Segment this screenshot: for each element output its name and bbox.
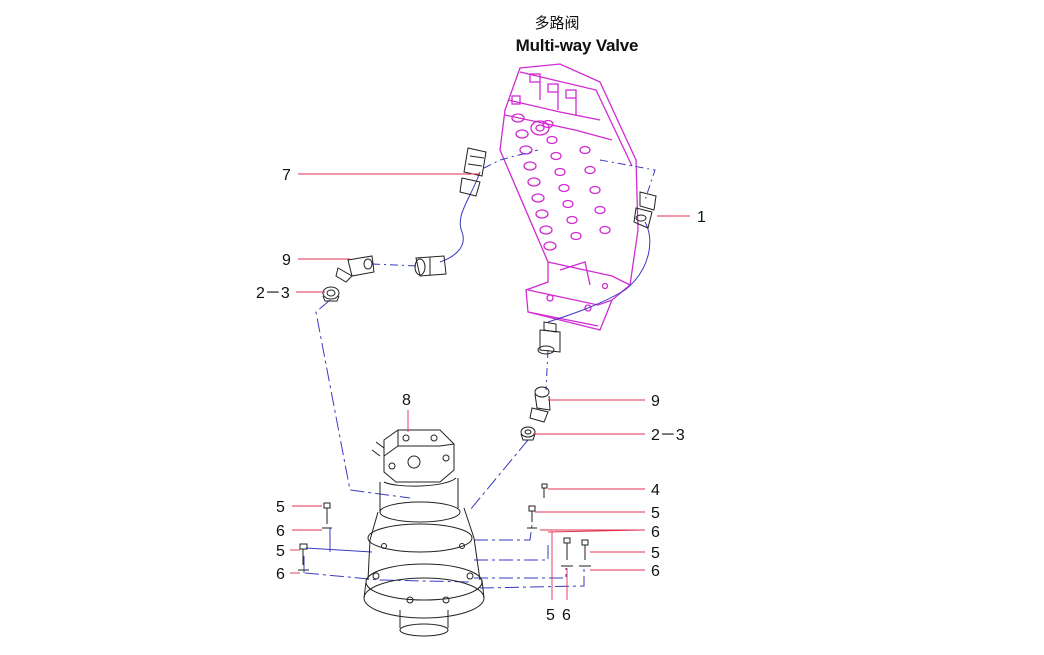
fitting-2-3-upper [322,286,340,302]
bolt-left-upper [322,502,332,529]
valve-spools [511,113,611,251]
bolt-4 [541,483,548,498]
callout-labels: 7 1 9 2－3 8 9 2－3 4 5 6 5 6 5 6 5 6 5 6 [256,167,706,624]
callout-6-bottom: 6 [562,607,571,624]
fitting-7-hose-end [459,147,487,197]
bolt-left-lower [298,543,309,571]
callout-5-right-upper: 5 [651,505,660,522]
fitting-2-3-lower [520,426,536,441]
callout-7: 7 [282,167,291,184]
callout-6-right-lower: 6 [651,563,660,580]
callout-9-lower: 9 [651,393,660,410]
callout-8: 8 [402,392,411,409]
fitting-valve-bottom [537,321,561,355]
callout-6-left-upper: 6 [276,523,285,540]
callout-2-3-lower: 2－3 [651,427,685,444]
diagram-title-chinese: 多路阀 [534,14,580,32]
leader-lines [290,173,690,600]
bolt-right-c [579,539,591,567]
fitting-9-upper-elbow [335,255,375,283]
callout-5-left-upper: 5 [276,499,285,516]
bolt-right-a [527,505,537,529]
callout-5-bottom: 5 [546,607,555,624]
fitting-9-lower-elbow [529,386,551,423]
hose-lines [303,149,656,589]
callout-2-3-upper: 2－3 [256,285,290,302]
callout-5-left-lower: 5 [276,543,285,560]
bolt-set [298,483,591,571]
fitting-hose-end-upper [414,255,447,277]
bolt-right-b [561,537,573,567]
callout-6-right-upper: 6 [651,524,660,541]
diagram-title-english: Multi-way Valve [515,36,639,55]
multi-way-valve [499,63,639,331]
callout-6-left-lower: 6 [276,566,285,583]
swing-motor [363,429,485,637]
callout-4: 4 [651,482,660,499]
fitting-1-elbow [633,191,657,229]
callout-9-upper: 9 [282,252,291,269]
callout-5-right-lower: 5 [651,545,660,562]
callout-1: 1 [697,209,706,226]
